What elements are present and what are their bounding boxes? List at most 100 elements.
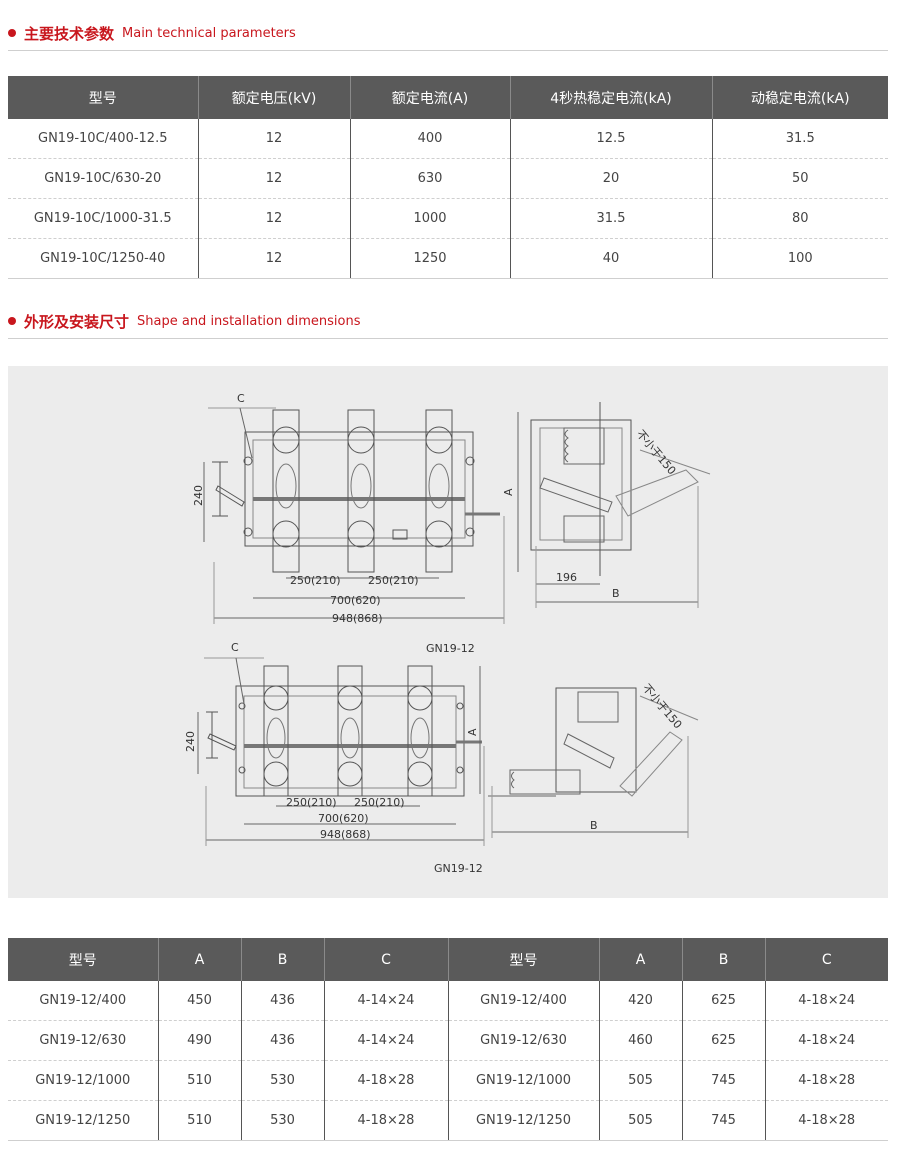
table-cell: 12.5 <box>509 119 712 159</box>
table-cell: GN19-10C/630-20 <box>8 158 198 199</box>
caption-bottom: GN19-12 <box>434 862 483 875</box>
column-header: 额定电流(A) <box>349 76 510 119</box>
caption-top: GN19-12 <box>426 642 475 655</box>
table-cell: GN19-12/1250 <box>447 1100 599 1141</box>
dim-250-right-top: 250(210) <box>368 574 419 587</box>
table-cell: GN19-12/1250 <box>8 1100 158 1141</box>
table-row: GN19-12/1250 510 530 4-18×28 GN19-12/125… <box>8 1100 888 1141</box>
top-front-view <box>203 407 519 624</box>
table-row: GN19-10C/400-12.5 12 400 12.5 31.5 <box>8 119 888 159</box>
label-c-bottom: C <box>231 641 239 654</box>
table-row: GN19-10C/1250-40 12 1250 40 100 <box>8 238 888 279</box>
table-cell: 510 <box>157 1100 241 1141</box>
column-header: 动稳定电流(kA) <box>711 76 888 119</box>
dimension-drawing: C 240 A 250(210) 250(210) 700(620) 948(8… <box>8 366 888 898</box>
column-header: 型号 <box>8 938 158 981</box>
dim-948-bottom: 948(868) <box>320 828 371 841</box>
table-header-row: 型号 额定电压(kV) 额定电流(A) 4秒热稳定电流(kA) 动稳定电流(kA… <box>8 76 888 119</box>
dimensions-table: 型号 A B C 型号 A B C GN19-12/400 450 436 4-… <box>8 938 888 1141</box>
column-header: C <box>764 938 888 981</box>
table-row: GN19-10C/630-20 12 630 20 50 <box>8 158 888 199</box>
table-cell: 20 <box>509 158 712 199</box>
label-c-top: C <box>237 392 245 405</box>
table-header-row: 型号 A B C 型号 A B C <box>8 938 888 981</box>
column-header: B <box>240 938 324 981</box>
table-cell: GN19-12/400 <box>447 981 599 1021</box>
table-cell: 420 <box>598 981 682 1021</box>
table-cell: GN19-12/400 <box>8 981 158 1021</box>
table-cell: GN19-12/630 <box>447 1020 599 1061</box>
table-cell: 4-18×24 <box>764 981 888 1021</box>
table-cell: 745 <box>681 1060 765 1101</box>
drawing-svg: C 240 A 250(210) 250(210) 700(620) 948(8… <box>184 392 711 875</box>
table-row: GN19-10C/1000-31.5 12 1000 31.5 80 <box>8 198 888 239</box>
label-b-top: B <box>612 587 620 600</box>
table-cell: 12 <box>197 198 350 239</box>
parameters-table: 型号 额定电压(kV) 额定电流(A) 4秒热稳定电流(kA) 动稳定电流(kA… <box>8 76 888 279</box>
table-cell: 80 <box>711 198 888 239</box>
table-row: GN19-12/1000 510 530 4-18×28 GN19-12/100… <box>8 1060 888 1101</box>
table-cell: 12 <box>197 119 350 159</box>
table-cell: GN19-10C/1250-40 <box>8 238 198 279</box>
section-divider <box>8 50 888 51</box>
section-title-en: Main technical parameters <box>122 25 296 41</box>
section-divider <box>8 338 888 339</box>
table-cell: 12 <box>197 238 350 279</box>
table-cell: GN19-10C/1000-31.5 <box>8 198 198 239</box>
dim-700-top: 700(620) <box>330 594 381 607</box>
table-cell: GN19-10C/400-12.5 <box>8 119 198 159</box>
column-header: 型号 <box>447 938 599 981</box>
bullet-dot-icon <box>8 317 16 325</box>
table-cell: 1000 <box>349 198 510 239</box>
bullet-dot-icon <box>8 29 16 37</box>
table-cell: 50 <box>711 158 888 199</box>
table-cell: 1250 <box>349 238 510 279</box>
bottom-front-view <box>197 657 485 846</box>
table-cell: 400 <box>349 119 510 159</box>
label-240-top: 240 <box>192 485 205 506</box>
section-heading-dimensions: 外形及安装尺寸 Shape and installation dimension… <box>8 308 360 334</box>
column-header: 4秒热稳定电流(kA) <box>509 76 712 119</box>
table-cell: 4-18×24 <box>764 1020 888 1061</box>
table-cell: 625 <box>681 981 765 1021</box>
section-title-cn: 主要技术参数 <box>24 24 115 43</box>
dim-948-top: 948(868) <box>332 612 383 625</box>
table-cell: 450 <box>157 981 241 1021</box>
section-title-en: Shape and installation dimensions <box>137 313 361 329</box>
table-cell: 490 <box>157 1020 241 1061</box>
table-cell: 745 <box>681 1100 765 1141</box>
column-header: B <box>681 938 765 981</box>
section-title-cn: 外形及安装尺寸 <box>24 312 130 331</box>
table-cell: 4-18×28 <box>323 1060 448 1101</box>
bottom-side-view <box>488 687 699 838</box>
min-note-top: 不小于150 <box>634 428 679 478</box>
table-cell: GN19-12/1000 <box>8 1060 158 1101</box>
column-header: 额定电压(kV) <box>197 76 350 119</box>
table-cell: 530 <box>240 1060 324 1101</box>
column-header: C <box>323 938 448 981</box>
min-note-bottom: 不小于150 <box>640 682 685 732</box>
table-cell: 625 <box>681 1020 765 1061</box>
label-b-bottom: B <box>590 819 598 832</box>
table-cell: 4-18×28 <box>764 1100 888 1141</box>
table-cell: 31.5 <box>509 198 712 239</box>
table-cell: 31.5 <box>711 119 888 159</box>
column-header: A <box>157 938 241 981</box>
table-cell: 510 <box>157 1060 241 1101</box>
section-heading-parameters: 主要技术参数 Main technical parameters <box>8 20 296 46</box>
column-header: 型号 <box>8 76 198 119</box>
table-cell: 4-14×24 <box>323 1020 448 1061</box>
table-cell: 100 <box>711 238 888 279</box>
table-cell: 460 <box>598 1020 682 1061</box>
table-cell: 4-14×24 <box>323 981 448 1021</box>
dim-700-bottom: 700(620) <box>318 812 369 825</box>
table-row: GN19-12/630 490 436 4-14×24 GN19-12/630 … <box>8 1020 888 1061</box>
table-cell: 4-18×28 <box>764 1060 888 1101</box>
column-header: A <box>598 938 682 981</box>
table-cell: GN19-12/630 <box>8 1020 158 1061</box>
table-cell: 530 <box>240 1100 324 1141</box>
table-row: GN19-12/400 450 436 4-14×24 GN19-12/400 … <box>8 981 888 1021</box>
table-cell: 4-18×28 <box>323 1100 448 1141</box>
label-a-top: A <box>502 488 515 496</box>
table-cell: 436 <box>240 1020 324 1061</box>
